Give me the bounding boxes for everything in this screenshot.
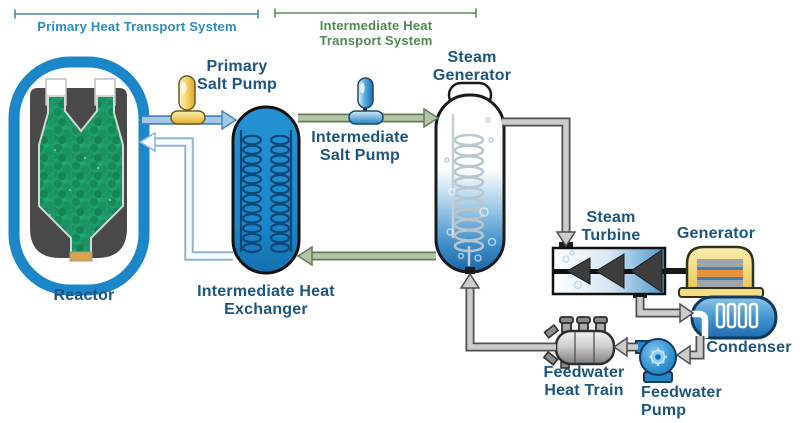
primary-pump-base [170,110,206,125]
train-stub-lower-left [542,350,559,366]
steam-pipe-sg-to-turbine [502,117,577,248]
steam-turbine-label: Steam Turbine [581,209,641,244]
generator-winding-blue-bottom [697,277,743,280]
steam-turbine-body [551,242,688,298]
generator-winding-orange [697,270,743,277]
primary-salt-pump-label: Primary Salt Pump [196,58,278,93]
condenser-inlet-arrow [679,302,695,324]
intermediate-cold-arrow [296,245,313,267]
core-sparkles [48,148,112,217]
turbine-stage-1 [565,257,591,285]
feedwater-heat-train-label: Feedwater Heat Train [543,364,625,399]
primary-cold-arrow [138,131,156,153]
train-nozzle-3-cap [593,316,608,324]
feedwater-pump-label: Feedwater Pump [641,384,722,419]
sg-feed-arrow-up [459,272,481,289]
train-segment-lines [574,332,595,363]
intermediate-pump-base [348,110,384,125]
sg-header-pipe [451,114,471,266]
turbine-stage-2 [595,253,625,289]
primary-pump-highlight [181,82,187,94]
train-nozzle-1-cap [559,316,574,324]
intermediate-heat-exchanger-vessel [231,105,301,275]
intermediate-pump-highlight [360,82,365,94]
ihx-header-pipes [239,130,293,252]
condenser-body [690,295,778,340]
turbine-generator-shaft [664,268,688,274]
pipe-condenser-to-pump [675,336,705,366]
condenser-label: Condenser [706,339,792,356]
intermediate-heat-exchanger-label: Intermediate Heat Exchanger [197,283,335,318]
generator-winding-gray-top [697,259,743,267]
heat-train-inlet-arrow [612,336,628,358]
primary-system-bracket [14,9,259,19]
reactor-vessel [8,56,150,296]
generator-label: Generator [676,225,756,242]
intermediate-hot-arrow [423,107,440,129]
train-stub-upper-left [543,323,560,339]
condenser-tube [692,310,709,338]
intermediate-cold-leg-pipe [296,245,436,267]
pipe-heat-train-to-sg [459,272,556,352]
primary-pump-capsule [178,75,196,111]
feedwater-heat-train-body [542,316,616,369]
primary-cold-leg-pipe [138,131,233,261]
sg-bubbles-top [444,117,494,163]
pipe-turbine-to-condenser [635,297,695,324]
generator-winding-blue-top [697,267,743,270]
turbine-stage-3 [630,249,663,293]
reactor-label: Reactor [53,287,115,304]
feedwater-pump-body [635,338,677,383]
reactor-core [38,95,124,255]
pipe-pump-to-heat-train [612,336,638,358]
condenser-tube-slots [715,302,759,329]
intermediate-salt-pump-body [348,77,384,125]
generator-winding-gray-bottom [697,280,743,288]
primary-hot-arrow [221,109,238,131]
turbine-steam-swirls [562,250,583,290]
reactor-outlet [69,251,93,262]
intermediate-system-bracket [274,8,477,18]
generator-body [678,245,764,298]
sg-bottom-nozzle [465,267,475,274]
primary-salt-pump-body [170,75,206,125]
steam-arrow-down [555,231,577,248]
steam-generator-vessel [434,81,506,274]
sg-bubbles [446,168,497,262]
pump-inlet-arrow [675,344,691,366]
pump-impeller [649,348,667,366]
intermediate-pump-capsule [357,77,374,109]
train-nozzle-2-cap [576,316,591,324]
primary-system-label: Primary Heat Transport System [37,19,237,34]
steam-generator-label: Steam Generator [432,49,512,84]
intermediate-salt-pump-label: Intermediate Salt Pump [311,129,409,164]
intermediate-system-label: Intermediate Heat Transport System [319,18,433,48]
